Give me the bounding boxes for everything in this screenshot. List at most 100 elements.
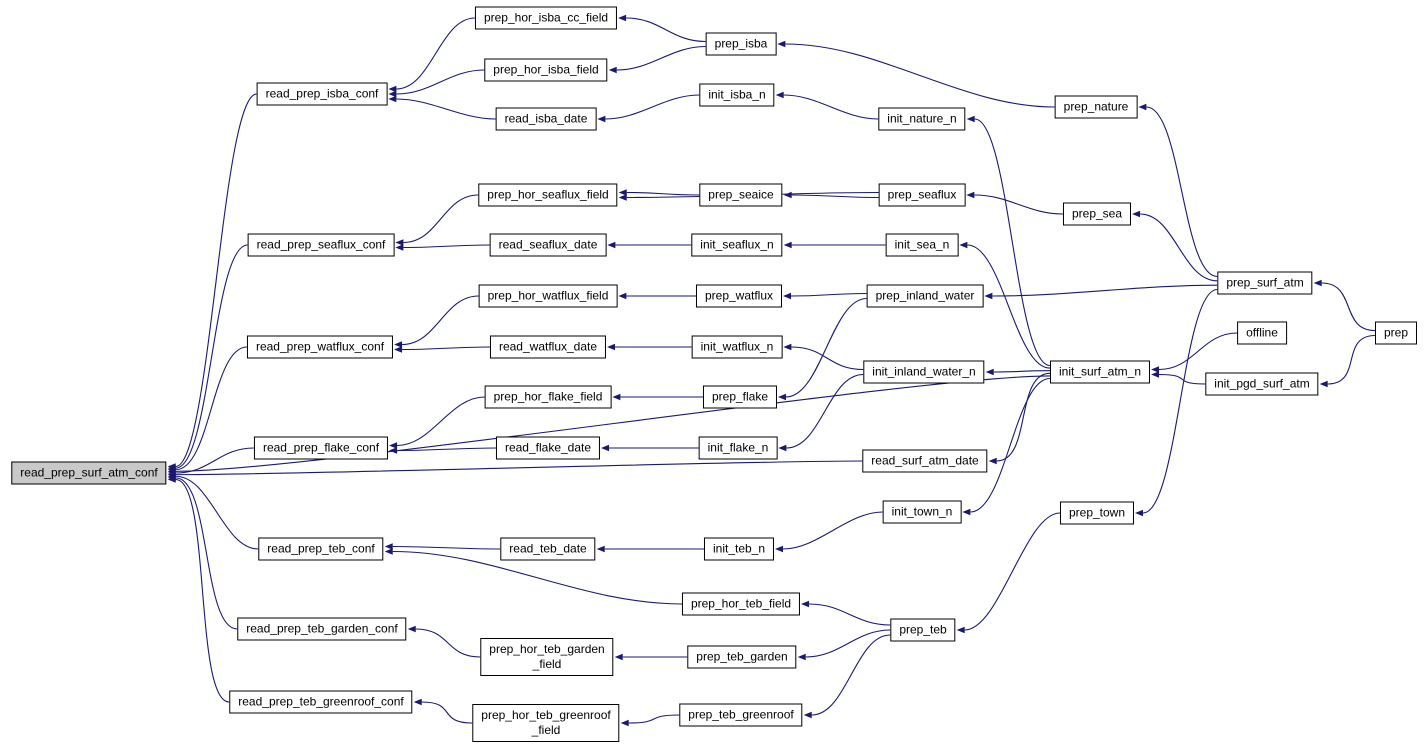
arrowhead-icon — [618, 189, 627, 196]
node-init_town_n[interactable]: init_town_n — [882, 500, 962, 524]
node-read_prep_isba_conf[interactable]: read_prep_isba_conf — [256, 82, 388, 106]
node-offline[interactable]: offline — [1237, 321, 1287, 345]
node-read_seaflux_date[interactable]: read_seaflux_date — [489, 233, 607, 257]
edge-prep_teb-to-prep_hor_teb_field — [809, 603, 891, 626]
node-read_prep_watflux_conf[interactable]: read_prep_watflux_conf — [246, 335, 394, 359]
node-prep_town[interactable]: prep_town — [1059, 501, 1135, 525]
arrowhead-icon — [1138, 103, 1147, 111]
node-prep_nature[interactable]: prep_nature — [1054, 95, 1138, 119]
edge-prep_teb-to-prep_teb_greenroof — [811, 634, 891, 716]
node-read_prep_teb_garden_conf[interactable]: read_prep_teb_garden_conf — [237, 617, 407, 641]
edge-read_watflux_date-to-read_prep_watflux_conf — [402, 346, 490, 351]
arrowhead-icon — [962, 508, 971, 516]
node-prep_hor_seaflux_field[interactable]: prep_hor_seaflux_field — [478, 183, 618, 207]
node-init_inland_water_n[interactable]: init_inland_water_n — [863, 360, 985, 384]
edge-init_surf_atm_n-to-read_surf_atm_date — [996, 372, 1050, 462]
edge-read_isba_date-to-read_prep_isba_conf — [396, 98, 496, 120]
node-prep_teb_greenroof[interactable]: prep_teb_greenroof — [679, 703, 803, 727]
arrowhead-icon — [614, 653, 623, 661]
node-prep_seaflux[interactable]: prep_seaflux — [878, 183, 966, 207]
node-read_prep_teb_conf[interactable]: read_prep_teb_conf — [258, 537, 384, 561]
arrowhead-icon — [783, 292, 792, 300]
arrowhead-icon — [394, 346, 403, 353]
node-read_prep_flake_conf[interactable]: read_prep_flake_conf — [253, 436, 389, 460]
node-prep_seaice[interactable]: prep_seaice — [699, 183, 783, 207]
arrowhead-icon — [394, 341, 403, 348]
node-prep_isba[interactable]: prep_isba — [705, 32, 777, 56]
arrowhead-icon — [389, 447, 398, 454]
arrowhead-icon — [596, 545, 605, 553]
edge-prep_nature-to-prep_isba — [785, 43, 1055, 108]
arrowhead-icon — [388, 90, 397, 98]
node-prep_teb_garden[interactable]: prep_teb_garden — [687, 645, 797, 669]
arrowhead-icon — [797, 653, 806, 661]
node-prep_flake[interactable]: prep_flake — [702, 385, 778, 409]
edge-prep_teb_greenroof-to-prep_hor_teb_greenroof_field — [628, 714, 680, 724]
arrowhead-icon — [988, 457, 997, 465]
node-init_nature_n[interactable]: init_nature_n — [878, 107, 966, 131]
node-init_watflux_n[interactable]: init_watflux_n — [691, 335, 783, 359]
node-init_isba_n[interactable]: init_isba_n — [699, 83, 775, 107]
arrowhead-icon — [388, 95, 397, 103]
node-init_teb_n[interactable]: init_teb_n — [703, 537, 775, 561]
node-prep_sea[interactable]: prep_sea — [1062, 202, 1132, 226]
node-init_pgd_surf_atm[interactable]: init_pgd_surf_atm — [1205, 372, 1319, 396]
node-prep_teb[interactable]: prep_teb — [890, 618, 956, 642]
edge-init_pgd_surf_atm-to-init_surf_atm_n — [1159, 373, 1206, 385]
edge-prep_hor_isba_field-to-read_prep_isba_conf — [396, 69, 485, 95]
node-prep_hor_isba_cc_field[interactable]: prep_hor_isba_cc_field — [474, 6, 618, 30]
edge-prep_sea-to-prep_seaflux — [974, 194, 1063, 215]
node-init_flake_n[interactable]: init_flake_n — [698, 436, 778, 460]
arrowhead-icon — [801, 600, 810, 608]
node-prep_hor_teb_greenroof_field[interactable]: prep_hor_teb_greenroof _field — [472, 704, 620, 742]
node-prep_surf_atm[interactable]: prep_surf_atm — [1217, 271, 1313, 295]
edge-init_nature_n-to-init_isba_n — [783, 94, 879, 120]
arrowhead-icon — [783, 191, 792, 199]
arrowhead-icon — [959, 241, 968, 249]
edge-read_flake_date-to-read_prep_flake_conf — [397, 447, 496, 452]
arrowhead-icon — [607, 241, 616, 249]
arrowhead-icon — [778, 444, 787, 452]
edge-prep_teb-to-prep_teb_garden — [805, 629, 891, 658]
node-init_seaflux_n[interactable]: init_seaflux_n — [691, 233, 783, 257]
node-read_prep_seaflux_conf[interactable]: read_prep_seaflux_conf — [247, 233, 395, 257]
edge-read_teb_date-to-read_prep_teb_conf — [392, 545, 501, 550]
node-read_watflux_date[interactable]: read_watflux_date — [489, 335, 607, 359]
edge-prep_isba-to-prep_hor_isba_field — [616, 45, 706, 71]
arrowhead-icon — [783, 343, 792, 351]
arrowhead-icon — [167, 476, 176, 483]
arrowhead-icon — [620, 719, 629, 727]
arrowhead-icon — [395, 244, 404, 251]
node-prep_hor_watflux_field[interactable]: prep_hor_watflux_field — [478, 284, 618, 308]
arrowhead-icon — [775, 91, 784, 99]
edge-read_prep_teb_greenroof_conf-to-read_prep_surf_atm_conf — [175, 478, 230, 703]
node-prep_hor_teb_garden_field[interactable]: prep_hor_teb_garden _field — [480, 638, 614, 676]
edge-prep-to-prep_surf_atm — [1321, 282, 1375, 332]
arrowhead-icon — [1135, 509, 1144, 517]
arrowhead-icon — [389, 442, 398, 449]
node-prep[interactable]: prep — [1374, 321, 1418, 345]
node-prep_hor_isba_field[interactable]: prep_hor_isba_field — [484, 58, 608, 82]
edge-prep_surf_atm-to-prep_town — [1142, 288, 1218, 514]
node-read_prep_teb_greenroof_conf[interactable]: read_prep_teb_greenroof_conf — [229, 690, 413, 714]
node-prep_watflux[interactable]: prep_watflux — [695, 284, 783, 308]
node-prep_hor_flake_field[interactable]: prep_hor_flake_field — [484, 385, 612, 409]
node-init_surf_atm_n[interactable]: init_surf_atm_n — [1049, 360, 1151, 384]
edge-read_prep_flake_conf-to-read_prep_surf_atm_conf — [175, 447, 254, 474]
node-read_surf_atm_date[interactable]: read_surf_atm_date — [862, 449, 988, 473]
node-prep_hor_teb_field[interactable]: prep_hor_teb_field — [681, 592, 801, 616]
arrowhead-icon — [608, 66, 617, 74]
edge-init_inland_water_n-to-init_flake_n — [786, 373, 864, 449]
node-init_sea_n[interactable]: init_sea_n — [885, 233, 959, 257]
node-read_flake_date[interactable]: read_flake_date — [495, 436, 601, 460]
node-prep_inland_water[interactable]: prep_inland_water — [866, 284, 984, 308]
arrowhead-icon — [966, 191, 975, 199]
arrowhead-icon — [607, 343, 616, 351]
arrowhead-icon — [167, 468, 176, 475]
node-read_isba_date[interactable]: read_isba_date — [495, 107, 597, 131]
arrowhead-icon — [803, 711, 812, 719]
node-read_teb_date[interactable]: read_teb_date — [500, 537, 596, 561]
edge-prep_town-to-prep_teb — [964, 512, 1061, 631]
edge-prep_seaice-to-prep_hor_seaflux_field — [626, 191, 700, 196]
arrowhead-icon — [1151, 366, 1160, 373]
